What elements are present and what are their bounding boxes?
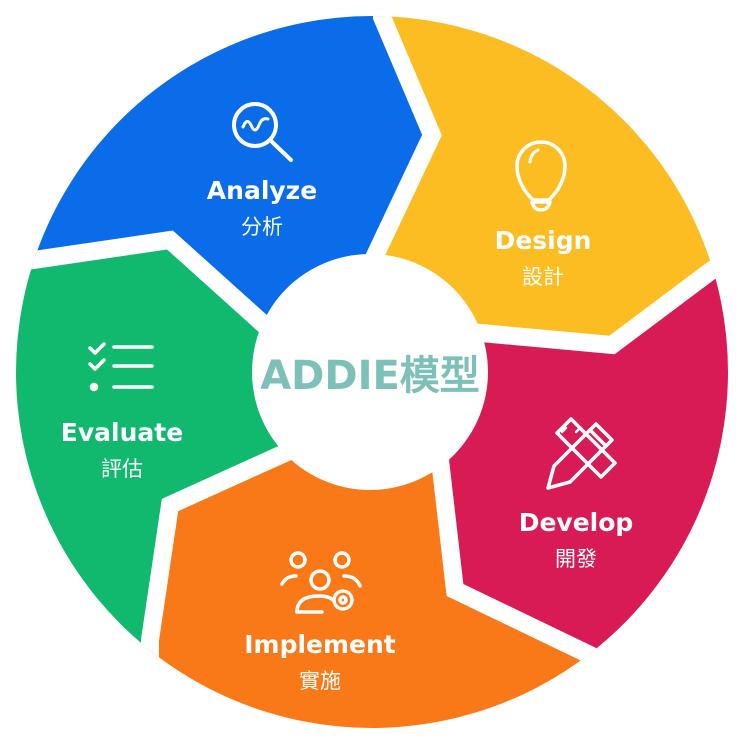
center-title: ADDIE模型 [260,353,480,399]
segment-implement [150,448,600,728]
magnifier-icon [232,102,293,162]
label-develop-zh: 開發 [554,547,597,571]
pencil-ruler-icon [546,417,617,490]
label-implement: Implement 實施 [244,630,396,696]
center-hub [252,254,488,490]
label-evaluate: Evaluate 評估 [61,418,183,484]
label-design: Design 設計 [495,226,592,292]
label-design-zh: 設計 [521,265,564,289]
checklist-icon [88,342,154,392]
gap-analyze-design [363,16,442,266]
gap-evaluate-blue [16,230,277,337]
label-design-en: Design [494,226,592,255]
label-analyze-en: Analyze [206,176,318,205]
team-gear-icon [280,551,362,614]
label-evaluate-en: Evaluate [60,418,184,447]
label-develop-en: Develop [518,508,634,537]
lightbulb-icon [515,140,567,212]
label-implement-en: Implement [244,630,396,659]
label-analyze-zh: 分析 [240,215,283,239]
label-develop: Develop 開發 [519,508,634,574]
label-analyze: Analyze 分析 [207,176,317,242]
label-evaluate-zh: 評估 [100,457,143,481]
label-implement-zh: 實施 [299,669,341,693]
